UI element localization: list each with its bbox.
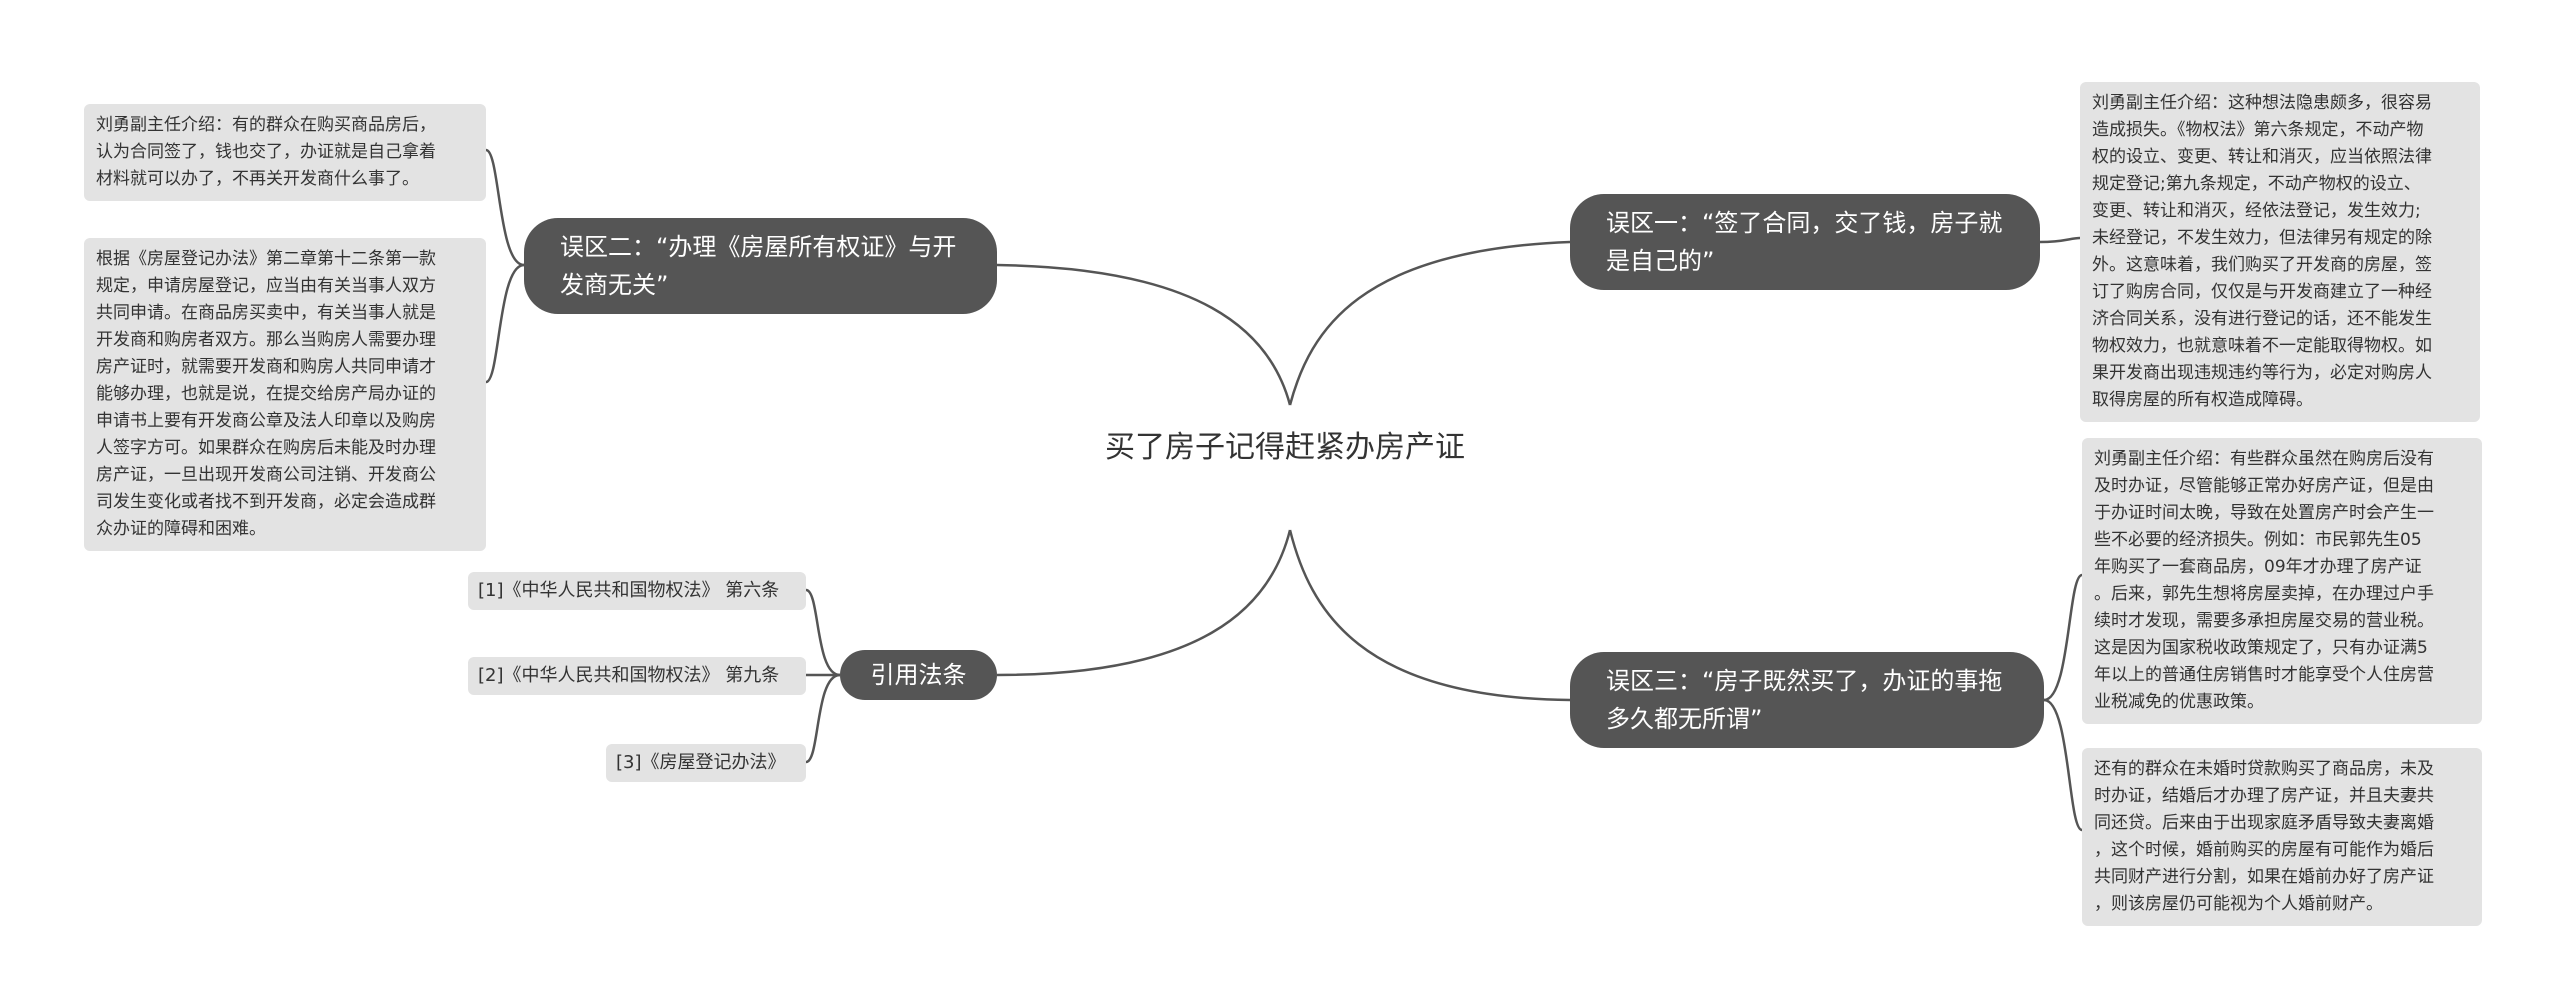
link-refs-ref3: [805, 673, 841, 764]
leaf-myth1-detail: 刘勇副主任介绍：这种想法隐患颇多，很容易 造成损失。《物权法》第六条规定，不动产…: [2080, 82, 2480, 422]
central-topic[interactable]: 买了房子记得赶紧办房产证: [1105, 430, 1465, 465]
ref-item-3: [3]《房屋登记办法》: [606, 744, 806, 782]
branch-refs[interactable]: 引用法条: [840, 650, 997, 700]
link-myth3-leaf2: [2043, 698, 2083, 832]
link-myth2-leaf1: [485, 148, 525, 267]
ref-item-1: [1]《中华人民共和国物权法》 第六条: [468, 572, 806, 610]
branch-myth1[interactable]: 误区一：“签了合同，交了钱，房子就是自己的”: [1570, 194, 2040, 290]
link-refs-ref1: [805, 588, 841, 677]
link-myth1-leaf: [2039, 236, 2081, 244]
link-center-myth2: [996, 263, 1292, 406]
branch-myth2[interactable]: 误区二：“办理《房屋所有权证》与开发商无关”: [524, 218, 997, 314]
link-myth2-leaf2: [485, 263, 525, 384]
leaf-myth3-detail1: 刘勇副主任介绍：有些群众虽然在购房后没有 及时办证，尽管能够正常办好房产证，但是…: [2082, 438, 2482, 724]
leaf-myth2-detail: 根据《房屋登记办法》第二章第十二条第一款 规定，申请房屋登记，应当由有关当事人双…: [84, 238, 486, 551]
link-center-myth3: [1288, 529, 1571, 702]
leaf-myth2-intro: 刘勇副主任介绍：有的群众在购买商品房后， 认为合同签了，钱也交了，办证就是自己拿…: [84, 104, 486, 201]
ref-item-2: [2]《中华人民共和国物权法》 第九条: [468, 657, 806, 695]
link-center-myth1: [1288, 240, 1571, 406]
link-myth3-leaf1: [2043, 573, 2083, 702]
branch-myth3[interactable]: 误区三：“房子既然买了，办证的事拖多久都无所谓”: [1570, 652, 2044, 748]
link-center-refs: [996, 529, 1292, 677]
leaf-myth3-detail2: 还有的群众在未婚时贷款购买了商品房，未及 时办证，结婚后才办理了房产证，并且夫妻…: [2082, 748, 2482, 926]
